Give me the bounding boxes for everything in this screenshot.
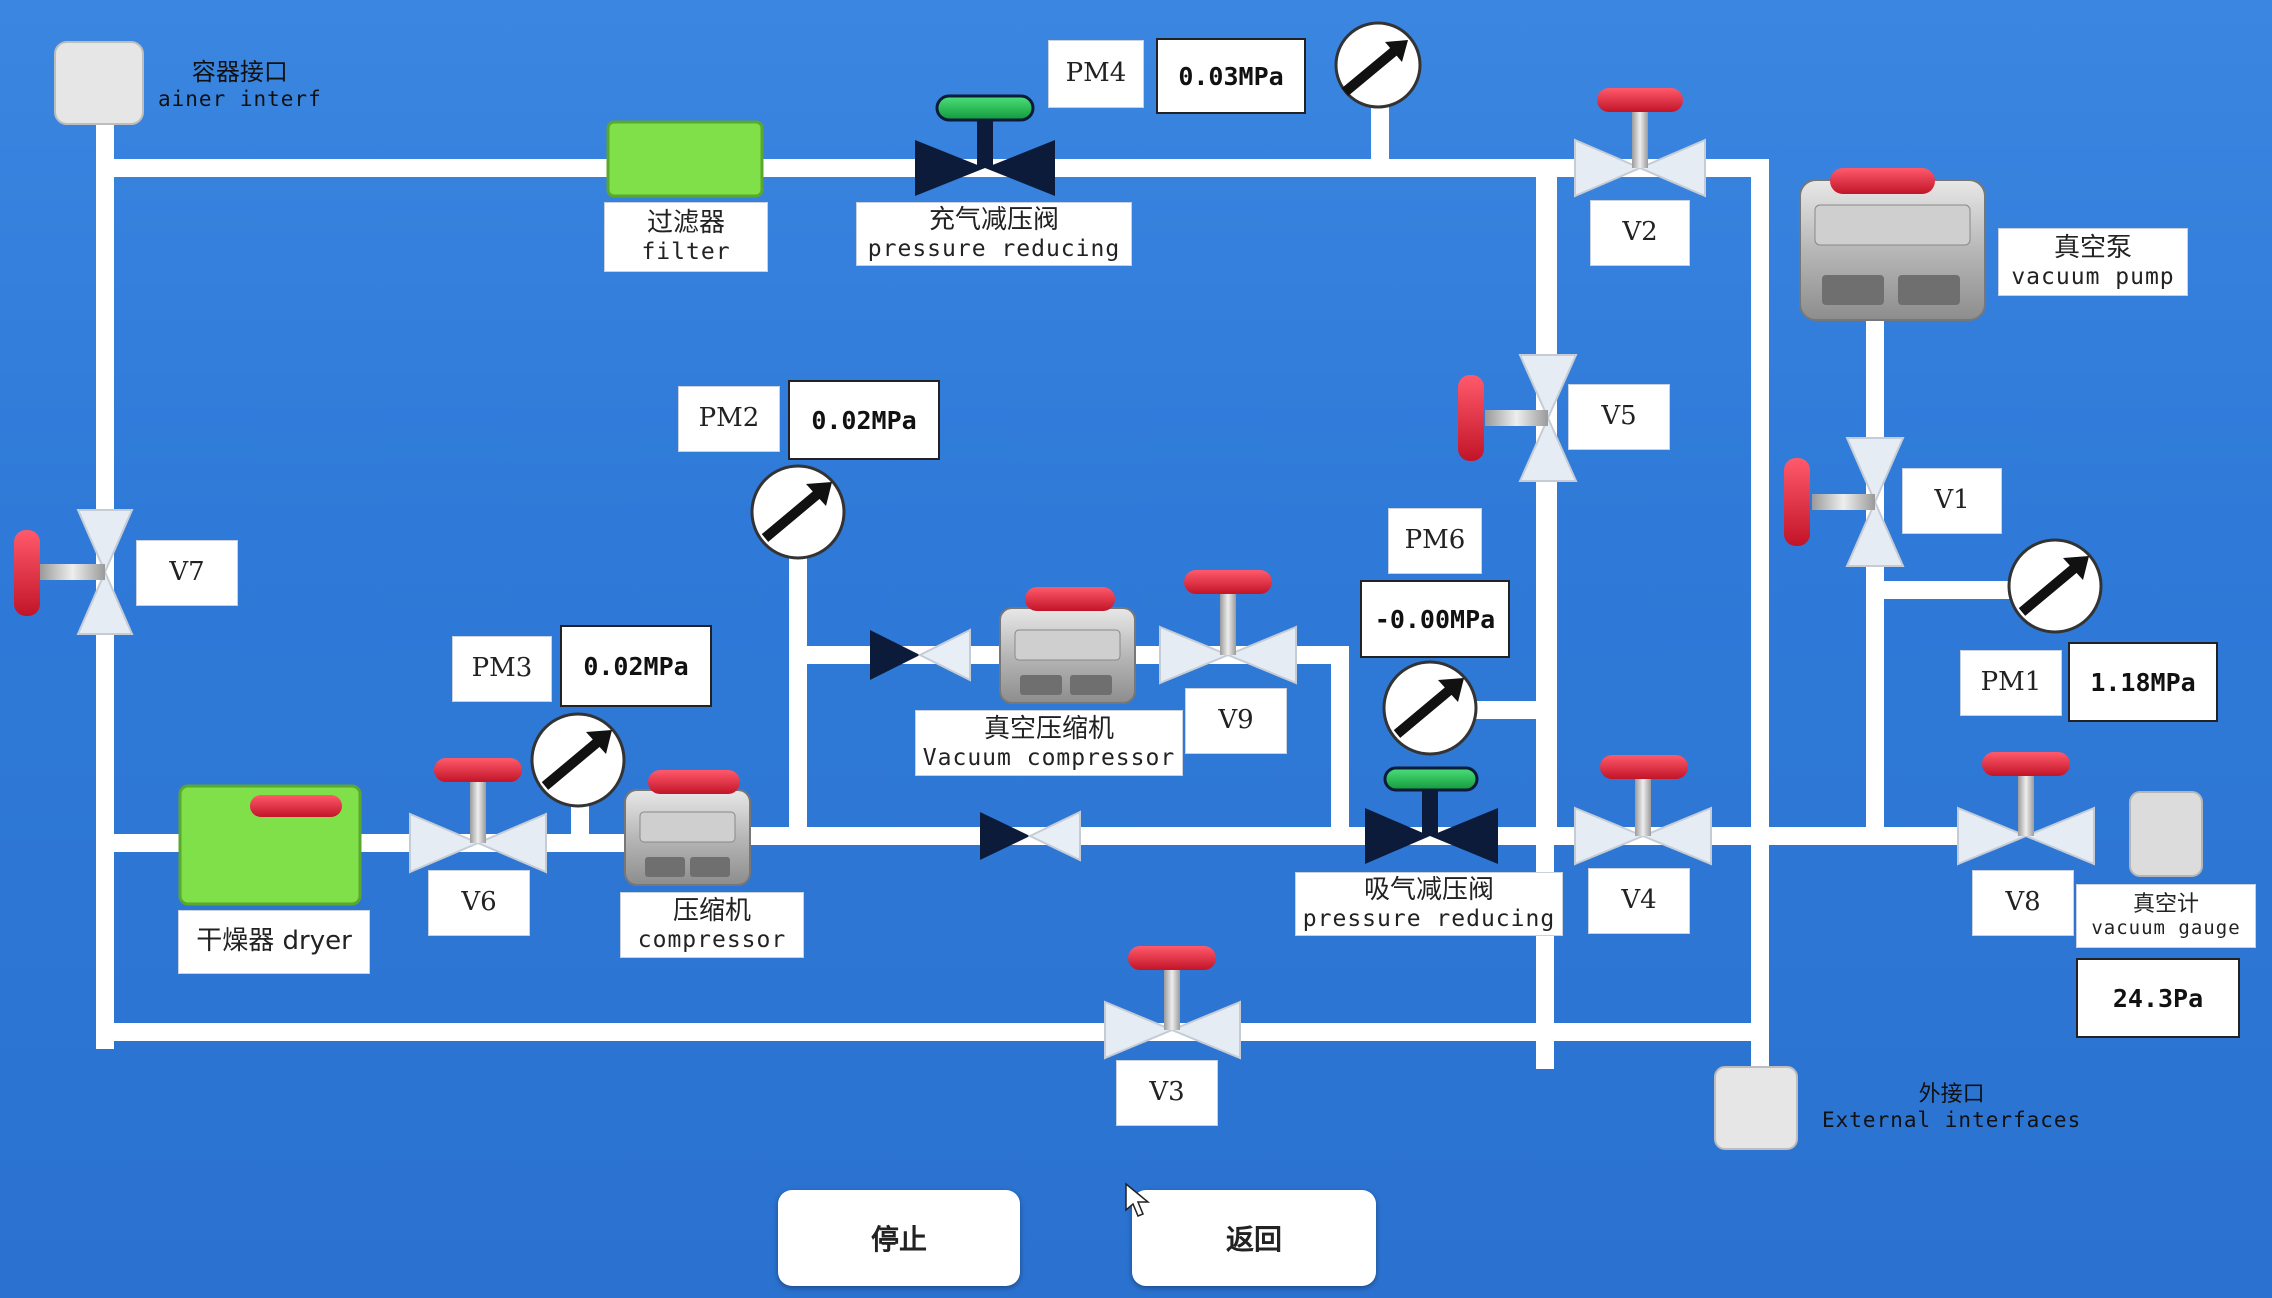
- v4-label: V4: [1588, 868, 1690, 934]
- charge-reducing-valve[interactable]: [915, 94, 1055, 196]
- pm2-label: PM2: [678, 386, 780, 452]
- filter-en: filter: [641, 238, 731, 265]
- vacuum-pump-label: 真空泵 vacuum pump: [1998, 228, 2188, 296]
- valve-v3[interactable]: [1104, 946, 1241, 1060]
- external-interface-label: 外接口 External interfaces: [1822, 1082, 2081, 1134]
- v2-label: V2: [1590, 200, 1690, 266]
- dryer-indicator: [250, 795, 342, 817]
- check-valve-lower: [980, 810, 1081, 862]
- charge-reducing-valve-cn: 充气减压阀: [928, 204, 1059, 235]
- vacuum-pump-en: vacuum pump: [2011, 263, 2175, 290]
- external-interface-en: External interfaces: [1822, 1108, 2082, 1133]
- vacuum-pump-cn: 真空泵: [2053, 232, 2132, 263]
- v8-label: V8: [1972, 870, 2074, 936]
- vacuum-compressor-en: Vacuum compressor: [922, 744, 1176, 771]
- vacuum-gauge-cn: 真空计: [2132, 892, 2199, 918]
- back-button[interactable]: 返回: [1132, 1190, 1376, 1286]
- dryer-label: 干燥器 dryer: [178, 910, 370, 974]
- valve-v1[interactable]: [1784, 437, 1905, 567]
- valve-v6[interactable]: [409, 758, 547, 874]
- suction-reducing-valve-cn: 吸气减压阀: [1363, 874, 1494, 905]
- charge-reducing-valve-en: pressure reducing: [867, 235, 1121, 262]
- pm2-value: 0.02MPa: [788, 380, 940, 460]
- valve-v2[interactable]: [1574, 88, 1706, 198]
- pipe-upper-branch: [789, 646, 1349, 845]
- v1-label: V1: [1902, 468, 2002, 534]
- mouse-cursor-icon: [1125, 1182, 1151, 1217]
- compressor-label: 压缩机 compressor: [620, 892, 804, 958]
- vacuum-gauge-value: 24.3Pa: [2076, 958, 2240, 1038]
- valve-v5[interactable]: [1458, 354, 1578, 482]
- pipes: [96, 101, 2029, 1079]
- stop-button[interactable]: 停止: [778, 1190, 1020, 1286]
- v3-label: V3: [1116, 1060, 1218, 1126]
- pm1-value: 1.18MPa: [2068, 642, 2218, 722]
- pm1-label: PM1: [1960, 650, 2062, 716]
- suction-reducing-valve-label: 吸气减压阀 pressure reducing: [1295, 872, 1563, 936]
- pm3-dial-icon: [530, 712, 626, 808]
- vacuum-compressor-unit[interactable]: [999, 587, 1136, 704]
- check-valve-upper: [870, 628, 971, 682]
- pm3-label: PM3: [452, 636, 552, 702]
- v7-label: V7: [136, 540, 238, 606]
- suction-reducing-valve-en: pressure reducing: [1302, 905, 1556, 932]
- pm6-value: -0.00MPa: [1360, 580, 1510, 658]
- v9-label: V9: [1185, 688, 1287, 754]
- pm4-value: 0.03MPa: [1156, 38, 1306, 114]
- external-interface-port[interactable]: [1714, 1066, 1798, 1150]
- filter-cn: 过滤器: [646, 207, 725, 238]
- container-interface-port[interactable]: [54, 41, 144, 125]
- container-interface-label: 容器接口 ainer interf: [158, 58, 322, 112]
- filter-label: 过滤器 filter: [604, 202, 768, 272]
- valve-v9[interactable]: [1159, 570, 1297, 685]
- pm3-value: 0.02MPa: [560, 625, 712, 707]
- valve-v4[interactable]: [1574, 755, 1712, 866]
- pm4-dial-icon: [1334, 21, 1422, 109]
- vacuum-pump-unit[interactable]: [1799, 168, 1986, 321]
- vacuum-compressor-label: 真空压缩机 Vacuum compressor: [915, 710, 1183, 776]
- vacuum-gauge-sensor: [2129, 791, 2203, 877]
- suction-reducing-valve[interactable]: [1365, 766, 1498, 864]
- container-interface-en: ainer interf: [158, 86, 322, 111]
- external-interface-cn: 外接口: [1918, 1082, 1985, 1107]
- filter-unit[interactable]: [606, 120, 764, 198]
- v6-label: V6: [428, 870, 530, 936]
- pm4-label: PM4: [1048, 40, 1144, 108]
- pm1-dial-icon: [2007, 538, 2103, 634]
- pm2-dial-icon: [750, 464, 846, 560]
- valve-v7[interactable]: [14, 509, 134, 635]
- pm6-label: PM6: [1388, 508, 1482, 574]
- compressor-unit[interactable]: [624, 770, 751, 886]
- vacuum-gauge-en: vacuum gauge: [2091, 916, 2241, 939]
- vacuum-compressor-cn: 真空压缩机: [983, 713, 1114, 744]
- vacuum-gauge-label: 真空计 vacuum gauge: [2076, 884, 2256, 948]
- charge-reducing-valve-label: 充气减压阀 pressure reducing: [856, 202, 1132, 266]
- compressor-en: compressor: [637, 926, 787, 953]
- dryer-label-text: 干燥器 dryer: [196, 926, 352, 957]
- container-interface-cn: 容器接口: [191, 58, 288, 86]
- pm6-dial-icon: [1382, 660, 1478, 756]
- compressor-cn: 压缩机: [672, 895, 751, 926]
- valve-v8[interactable]: [1957, 752, 2095, 866]
- v5-label: V5: [1568, 384, 1670, 450]
